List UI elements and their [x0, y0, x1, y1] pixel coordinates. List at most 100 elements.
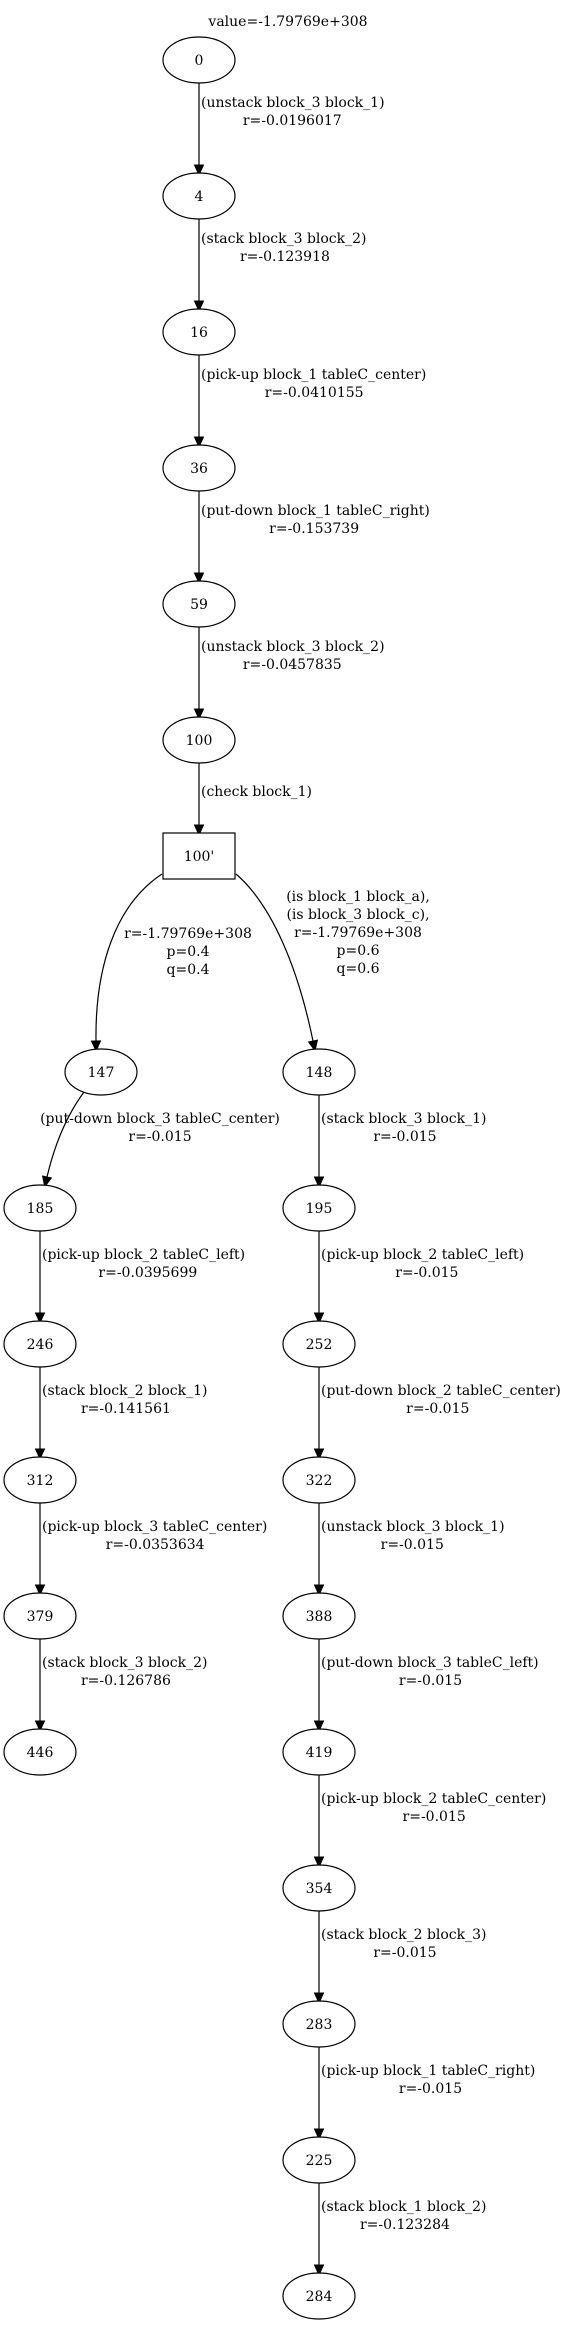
edge-line — [95, 873, 163, 1042]
node-195[interactable]: 195 — [282, 1184, 356, 1232]
edge-label: (stack block_3 block_2) r=-0.123918 — [201, 231, 367, 265]
edge-n100p-n148: (is block_1 block_a),(is block_3 block_c… — [235, 873, 430, 1052]
node-ellipse — [162, 36, 236, 84]
edge-label-line: (stack block_3 block_2) — [42, 1655, 208, 1671]
node-312[interactable]: 312 — [3, 1456, 77, 1504]
edge-label: (unstack block_3 block_1)r=-0.015 — [321, 1519, 505, 1553]
edge-label-line: r=-0.123284 — [360, 2217, 450, 2233]
node-36[interactable]: 36 — [162, 444, 236, 492]
node-185[interactable]: 185 — [3, 1184, 77, 1232]
node-ellipse — [282, 1864, 356, 1912]
node-label: 419 — [306, 1745, 333, 1761]
edge-label-line: (put-down block_3 tableC_center) — [40, 1111, 280, 1127]
arrow-head — [34, 1448, 46, 1461]
node-252[interactable]: 252 — [282, 1320, 356, 1368]
arrow-head — [34, 1720, 46, 1733]
node-246[interactable]: 246 — [3, 1320, 77, 1368]
node-322[interactable]: 322 — [282, 1456, 356, 1504]
edge-label-line: r=-0.123918 — [240, 249, 330, 265]
edge-label-line: r=-0.015 — [128, 1129, 191, 1145]
edge-n312-n379: (pick-up block_3 tableC_center)r=-0.0353… — [34, 1503, 267, 1597]
node-label: 36 — [190, 461, 208, 477]
node-147[interactable]: 147 — [64, 1048, 138, 1096]
node-ellipse — [282, 1456, 356, 1504]
arrow-head — [307, 1039, 319, 1052]
edge-label-line: q=0.6 — [337, 961, 380, 977]
node-4[interactable]: 4 — [162, 172, 236, 220]
edge-label-line: p=0.4 — [167, 944, 210, 960]
node-59[interactable]: 59 — [162, 580, 236, 628]
edge-label-line: r=-0.126786 — [81, 1673, 171, 1689]
arrow-head — [313, 1720, 325, 1733]
edge-line — [235, 873, 314, 1042]
edge-label-line: r=-0.015 — [381, 1537, 444, 1553]
node-ellipse — [282, 1592, 356, 1640]
arrow-head — [193, 708, 205, 721]
edge-n225-n284: (stack block_1 block_2)r=-0.123284 — [313, 2183, 487, 2277]
edge-label-line: (pick-up block_1 tableC_right) — [321, 2063, 535, 2079]
node-label: 312 — [27, 1473, 54, 1489]
node-ellipse — [282, 1320, 356, 1368]
edge-label: (stack block_1 block_2)r=-0.123284 — [321, 2199, 487, 2233]
node-ellipse — [282, 2272, 356, 2320]
edge-label-line: r=-0.0395699 — [98, 1265, 197, 1281]
edge-n354-n283: (stack block_2 block_3)r=-0.015 — [313, 1911, 487, 2005]
edge-label-line: (unstack block_3 block_1) — [201, 95, 385, 111]
edge-label-line: (stack block_3 block_2) — [201, 231, 367, 247]
edge-label: (pick-up block_1 tableC_right)r=-0.015 — [321, 2063, 535, 2097]
node-419[interactable]: 419 — [282, 1728, 356, 1776]
edge-label-line: r=-0.141561 — [81, 1401, 171, 1417]
arrow-head — [313, 1176, 325, 1189]
node-16[interactable]: 16 — [162, 308, 236, 356]
node-label: 4 — [195, 189, 204, 205]
edge-label: (pick-up block_3 tableC_center)r=-0.0353… — [42, 1519, 267, 1553]
edge-label-line: (put-down block_1 tableC_right) — [201, 503, 430, 519]
edge-label: (check block_1) — [201, 784, 312, 800]
edge-line — [46, 1091, 85, 1178]
edge-label-line: r=-0.015 — [406, 1401, 469, 1417]
node-100-prime[interactable]: 100' — [162, 832, 236, 880]
edge-label-line: q=0.4 — [167, 962, 210, 978]
node-354[interactable]: 354 — [282, 1864, 356, 1912]
edge-label-line: r=-0.015 — [399, 1673, 462, 1689]
node-label: 59 — [190, 597, 208, 613]
node-label: 388 — [306, 1609, 333, 1625]
edge-n148-n195: (stack block_3 block_1)r=-0.015 — [313, 1095, 487, 1189]
node-283[interactable]: 283 — [282, 2000, 356, 2048]
node-ellipse — [162, 716, 236, 764]
arrow-head — [313, 2128, 325, 2141]
edge-label-line: r=-0.015 — [403, 1809, 466, 1825]
edge-label: (stack block_2 block_3)r=-0.015 — [321, 1927, 487, 1961]
edge-label: (pick-up block_1 tableC_center)r=-0.0410… — [201, 367, 426, 401]
arrow-head — [313, 1856, 325, 1869]
edge-label-line: (put-down block_2 tableC_center) — [321, 1383, 561, 1399]
node-379[interactable]: 379 — [3, 1592, 77, 1640]
node-446[interactable]: 446 — [3, 1728, 77, 1776]
node-label: 0 — [195, 53, 204, 69]
node-label: 283 — [306, 2017, 333, 2033]
arrow-head — [41, 1175, 53, 1188]
node-388[interactable]: 388 — [282, 1592, 356, 1640]
node-148[interactable]: 148 — [282, 1048, 356, 1096]
node-ellipse — [3, 1184, 77, 1232]
node-label: 195 — [306, 1201, 333, 1217]
node-label: 446 — [27, 1745, 54, 1761]
node-ellipse — [282, 2136, 356, 2184]
edge-label-line: (stack block_3 block_1) — [321, 1111, 487, 1127]
edge-n100-n100p: (check block_1) — [193, 763, 312, 837]
arrow-head — [313, 2264, 325, 2277]
node-225[interactable]: 225 — [282, 2136, 356, 2184]
node-100[interactable]: 100 — [162, 716, 236, 764]
edge-label: (pick-up block_2 tableC_center)r=-0.015 — [321, 1791, 546, 1825]
node-0[interactable]: 0 — [162, 36, 236, 84]
edge-n59-n100: (unstack block_3 block_2)r=-0.0457835 — [193, 627, 385, 721]
arrow-head — [193, 300, 205, 313]
node-label: 354 — [306, 1881, 333, 1897]
node-284[interactable]: 284 — [282, 2272, 356, 2320]
arrow-head — [313, 1448, 325, 1461]
edge-label-line: (pick-up block_3 tableC_center) — [42, 1519, 267, 1535]
edge-label: (pick-up block_2 tableC_left)r=-0.039569… — [42, 1247, 245, 1281]
node-label: 100 — [186, 733, 213, 749]
